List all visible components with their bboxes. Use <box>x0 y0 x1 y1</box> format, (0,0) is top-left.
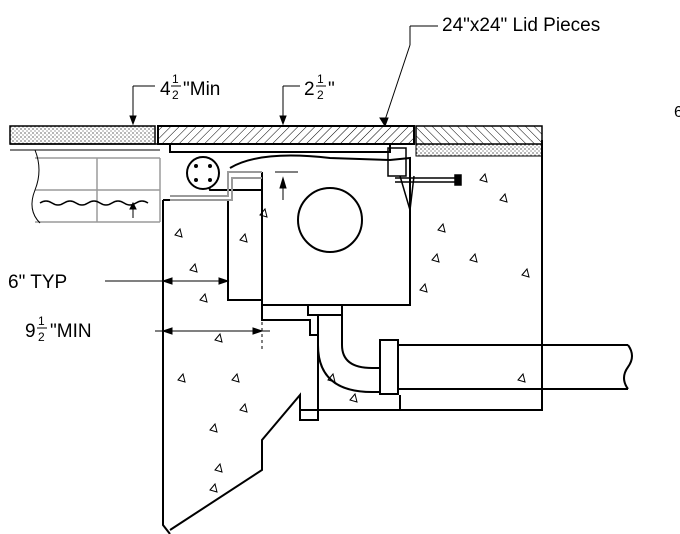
deck-right <box>415 125 543 145</box>
concrete-outline-right <box>399 140 543 411</box>
pool-tile-wall <box>35 157 161 223</box>
lid-pieces <box>157 125 415 145</box>
concrete-aggregate-marks <box>174 172 530 493</box>
svg-text:2: 2 <box>38 330 45 344</box>
svg-text:"MIN: "MIN <box>50 321 92 342</box>
pool-water-surface <box>39 200 149 206</box>
svg-text:2: 2 <box>304 79 315 100</box>
nine-half-min-label: 9 1 2 "MIN <box>25 314 92 344</box>
min-4-half-label: 4 1 2 "Min <box>133 72 220 102</box>
skimmer-return-bolts <box>194 164 212 182</box>
concrete-section <box>162 199 319 534</box>
svg-text:1: 1 <box>317 72 324 86</box>
skimmer-return-fitting <box>186 156 220 190</box>
svg-text:2: 2 <box>317 88 324 102</box>
two-half-label: 2 1 2 " <box>283 72 335 102</box>
svg-text:9: 9 <box>25 321 36 342</box>
pool-wall-break <box>31 149 41 224</box>
lid-anchor-bracket <box>387 147 462 211</box>
dimension-lines <box>105 44 411 350</box>
svg-text:2: 2 <box>172 88 179 102</box>
svg-text:1: 1 <box>38 314 45 328</box>
drain-pipe <box>307 304 633 395</box>
deck-bedding <box>415 143 543 157</box>
coping-left <box>9 125 156 145</box>
svg-text:": " <box>328 79 335 100</box>
svg-text:1: 1 <box>172 72 179 86</box>
svg-text:"Min: "Min <box>183 79 220 100</box>
skimmer-body <box>169 143 411 306</box>
edge-char-label: 6 <box>674 104 680 121</box>
skimmer-throat <box>170 171 262 201</box>
svg-text:4: 4 <box>160 79 171 100</box>
lid-pieces-label: 24"x24" Lid Pieces <box>442 15 600 36</box>
six-typ-label: 6" TYP <box>8 272 67 293</box>
